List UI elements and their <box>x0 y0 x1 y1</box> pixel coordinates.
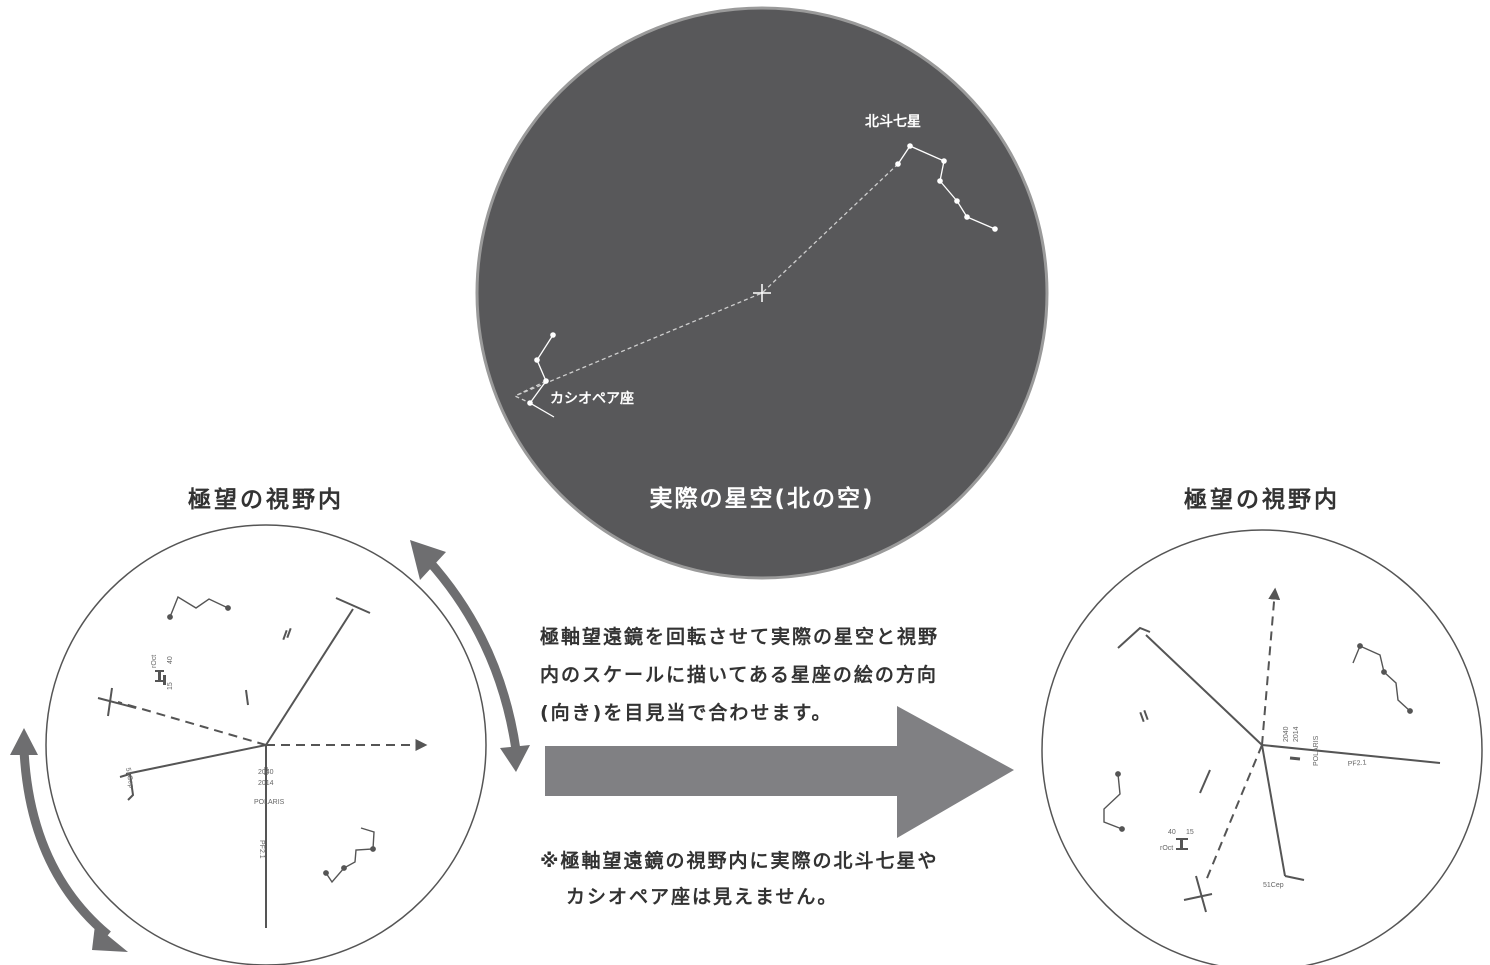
right-polaris: POLARIS <box>1313 735 1320 766</box>
big-dipper-figure <box>895 143 998 232</box>
right-big-dipper-figure <box>1352 643 1413 714</box>
left-roct-marker <box>155 670 166 685</box>
sky-center-crosshair <box>753 284 771 302</box>
right-n40: 40 <box>1168 829 1176 836</box>
instruction-text: 極軸望遠鏡を回転させて実際の星空と視野 内のスケールに描いてある星座の絵の方向 … <box>540 618 1000 732</box>
right-scope-title: 極望の視野内 <box>1184 486 1340 513</box>
right-hash-marker <box>1139 709 1149 723</box>
cassiopeia-figure <box>527 332 556 418</box>
instruction-line-1: 極軸望遠鏡を回転させて実際の星空と視野 <box>540 626 940 648</box>
right-roct: rOct <box>1160 845 1173 852</box>
left-cep: 51Cep <box>124 767 134 789</box>
right-pf: PF2.1 <box>1348 759 1367 768</box>
rotation-arrow-upper <box>410 540 530 772</box>
big-dipper-label: 北斗七星 <box>865 114 921 130</box>
transfer-arrow <box>545 706 1014 838</box>
right-n15: 15 <box>1186 829 1194 836</box>
left-year2: 2014 <box>258 780 274 787</box>
sky-title: 実際の星空(北の空) <box>649 485 874 512</box>
note-line-1: ※極軸望遠鏡の視野内に実際の北斗七星や <box>540 850 939 872</box>
rotation-arrow-lower <box>10 728 128 952</box>
right-roct-marker <box>1176 838 1188 850</box>
right-cassiopeia-figure <box>1103 771 1125 832</box>
left-cassiopeia-figure <box>167 595 231 620</box>
right-cep: 51Cep <box>1263 882 1284 889</box>
instruction-line-2: 内のスケールに描いてある星座の絵の方向 <box>540 664 938 686</box>
right-year2: 2014 <box>1293 726 1300 742</box>
note-text: ※極軸望遠鏡の視野内に実際の北斗七星や カシオペア座は見えません。 <box>540 843 1000 915</box>
cassiopeia-label: カシオペア座 <box>550 390 634 407</box>
left-big-dipper-figure <box>323 827 376 884</box>
left-polaris: POLARIS <box>254 799 285 806</box>
note-line-2: カシオペア座は見えません。 <box>566 886 839 908</box>
left-n15: 15 <box>167 682 174 690</box>
right-reticle <box>1117 587 1441 913</box>
sky-guide-lines <box>513 163 899 404</box>
left-reticle <box>97 597 428 928</box>
left-pf: PF2.1 <box>258 840 265 859</box>
right-scope-view: 極望の視野内 <box>1041 486 1483 965</box>
left-roct: rOct <box>151 655 158 668</box>
instruction-line-3: (向き)を目見当で合わせます。 <box>540 702 833 724</box>
left-scope-view: 極望の視野内 <box>45 486 487 965</box>
left-n40: 40 <box>167 656 174 664</box>
sky-view: 北斗七星 カシオペア座 実際の星空(北の空) <box>475 6 1049 580</box>
left-year1: 2040 <box>258 769 274 776</box>
left-hash-marker <box>282 627 292 641</box>
left-scope-title: 極望の視野内 <box>188 486 344 513</box>
right-year1: 2040 <box>1283 726 1290 742</box>
